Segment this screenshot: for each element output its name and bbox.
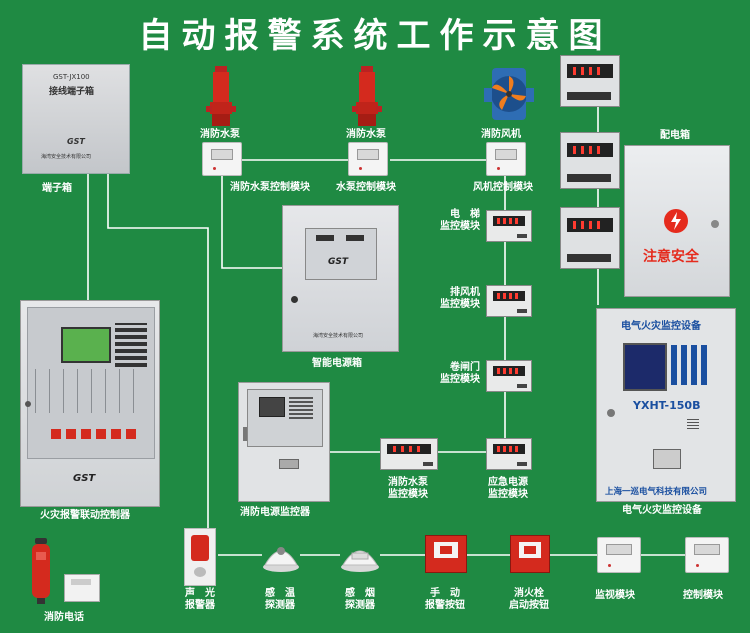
distribution-box-label: 配电箱: [660, 130, 690, 141]
power-meter-3: [560, 207, 620, 269]
fire-phone-label: 消防电话: [44, 612, 84, 623]
lightning-warning-icon: [664, 209, 688, 233]
elec-fire-keypad: [671, 345, 711, 385]
fire-pump-2-label: 消防水泵: [346, 129, 386, 140]
elec-fire-printer: [653, 449, 681, 469]
power-meter-2: [560, 132, 620, 189]
wire-terminal-bus: [107, 172, 209, 545]
shutter-monitor-meter: [486, 360, 532, 392]
pump-control-module: [202, 142, 242, 176]
control-module: [685, 537, 729, 573]
page-title: 自动报警系统工作示意图: [138, 16, 612, 56]
distribution-box: 注意安全: [624, 145, 730, 297]
fire-phone-icon: [32, 538, 50, 604]
power-box-panel: GST: [305, 228, 377, 280]
emergency-monitor-label: 应急电源 监控模块: [488, 477, 528, 500]
terminal-name: 接线端子箱: [49, 87, 95, 97]
power-box-company: 海湾安全技术有限公司: [313, 333, 364, 339]
fire-fan-icon: [484, 68, 534, 120]
control-module-label: 控制模块: [683, 590, 723, 601]
hydrant-start-button: [510, 535, 550, 573]
smoke-detector-icon: [341, 550, 379, 572]
elec-fire-company: 上海一巡电气科技有限公司: [605, 487, 708, 497]
elec-fire-model: YXHT-150B: [633, 399, 701, 412]
terminal-company: 海湾安全技术有限公司: [41, 154, 92, 160]
emergency-monitor-meter: [486, 438, 532, 470]
manual-alarm-button: [425, 535, 467, 573]
terminal-brand: GST: [67, 137, 85, 146]
fire-pump-2-icon: [352, 66, 382, 126]
sound-light-label: 声 光 报警器: [185, 588, 215, 611]
controller-keypad: [115, 323, 147, 367]
fire-pump-1-label: 消防水泵: [200, 129, 240, 140]
power-box-brand: GST: [328, 257, 349, 267]
fire-alarm-controller: GST: [20, 300, 160, 507]
power-monitor-screen: [259, 397, 285, 417]
exhaust-monitor-meter: [486, 285, 532, 317]
power-meter-1: [560, 55, 620, 107]
fan-control-module: [486, 142, 526, 176]
elevator-monitor-label: 电 梯 监控模块: [440, 209, 480, 232]
pump-control-module-label: 消防水泵控制模块: [230, 182, 310, 193]
controller-screen: [61, 327, 111, 363]
pump-monitor-meter: [380, 438, 438, 470]
heat-detector-icon: [263, 547, 299, 572]
fire-power-monitor: [238, 382, 330, 502]
electrical-fire-monitor-label: 电气火灾监控设备: [622, 505, 702, 516]
terminal-model: GST-JX100: [53, 73, 90, 81]
wire-pump-power: [221, 175, 282, 269]
fire-fan-label: 消防风机: [481, 129, 521, 140]
water-pump-control-module: [348, 142, 388, 176]
fire-alarm-controller-label: 火灾报警联动控制器: [40, 510, 130, 521]
hydrant-start-label: 消火栓 启动按钮: [509, 588, 549, 611]
elevator-monitor-meter: [486, 210, 532, 242]
monitor-module-label: 监视模块: [595, 590, 635, 601]
monitor-module: [597, 537, 641, 573]
electrical-fire-monitor: 电气火灾监控设备 YXHT-150B 上海一巡电气科技有限公司: [596, 308, 736, 502]
elec-fire-screen: [623, 343, 667, 391]
sound-light-alarm: [184, 528, 216, 586]
water-pump-control-module-label: 水泵控制模块: [336, 182, 396, 193]
fire-pump-1-icon: [206, 66, 236, 126]
smart-power-box: GST 海湾安全技术有限公司: [282, 205, 399, 352]
heat-detector-label: 感 温 探测器: [265, 588, 295, 611]
controller-buttons: [51, 429, 137, 439]
exhaust-monitor-label: 排风机 监控模块: [440, 287, 480, 310]
smoke-detector-label: 感 烟 探测器: [345, 588, 375, 611]
fire-power-monitor-label: 消防电源监控器: [240, 507, 310, 518]
phone-module: [64, 574, 100, 602]
terminal-box-label: 端子箱: [42, 183, 72, 194]
smart-power-box-label: 智能电源箱: [312, 358, 362, 369]
manual-alarm-label: 手 动 报警按钮: [425, 588, 465, 611]
fan-control-module-label: 风机控制模块: [473, 182, 533, 193]
pump-monitor-label: 消防水泵 监控模块: [388, 477, 428, 500]
shutter-monitor-label: 卷闸门 监控模块: [440, 362, 480, 385]
controller-brand: GST: [73, 473, 96, 484]
distribution-warning: 注意安全: [643, 249, 699, 265]
elec-fire-header: 电气火灾监控设备: [621, 321, 701, 332]
terminal-box: GST-JX100 接线端子箱 GST 海湾安全技术有限公司: [22, 64, 130, 174]
